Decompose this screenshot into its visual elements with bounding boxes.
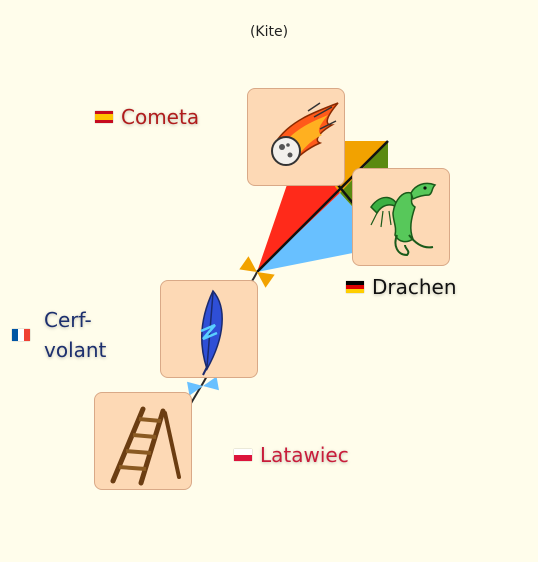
- label-french-line1: Cerf-: [44, 308, 92, 332]
- label-polish: Latawiec: [234, 440, 349, 470]
- kite-spar-main: [256, 140, 389, 273]
- feather-card: [160, 280, 258, 378]
- tail-bow-orange: [239, 256, 275, 288]
- comet-card: [247, 88, 345, 186]
- page-title: (Kite): [249, 24, 289, 40]
- label-german-text: Drachen: [372, 275, 457, 299]
- label-spanish-text: Cometa: [121, 105, 200, 129]
- dragon-card: [352, 168, 450, 266]
- comet-icon: [271, 102, 339, 166]
- flag-france-icon: [12, 329, 30, 341]
- flag-germany-icon: [346, 281, 364, 293]
- dragon-icon: [370, 182, 437, 257]
- ladder-card: [94, 392, 192, 490]
- label-polish-text: Latawiec: [260, 443, 349, 467]
- label-french: Cerf- volant: [12, 305, 106, 365]
- flag-poland-icon: [234, 449, 252, 461]
- flag-spain-icon: [95, 111, 113, 123]
- label-french-line2: volant: [44, 338, 107, 362]
- ladder-icon: [110, 406, 181, 486]
- label-german: Drachen: [346, 272, 457, 302]
- label-spanish: Cometa: [95, 102, 199, 132]
- tail-bow-blue: [187, 376, 219, 396]
- feather-icon: [200, 289, 223, 376]
